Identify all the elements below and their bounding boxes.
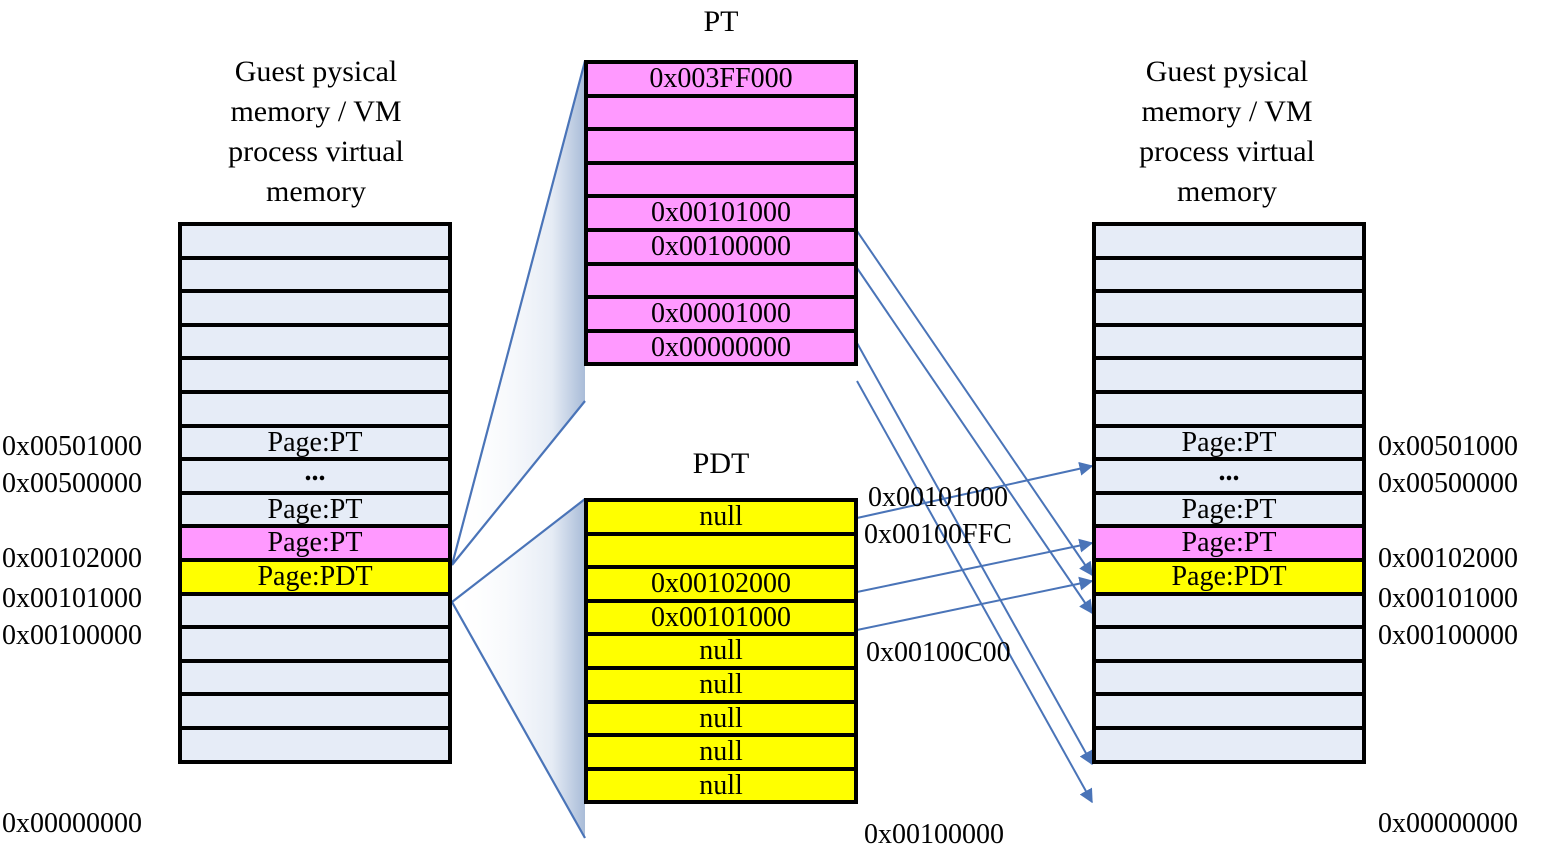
- pdt-zoom-line-bottom: [451, 601, 586, 839]
- memory-cell: [178, 356, 452, 394]
- memory-cell-ellipsis: ...: [178, 457, 452, 495]
- memory-cell: [178, 658, 452, 697]
- pdt-address-label: 0x00100FFC: [864, 519, 1012, 550]
- pt-entry: 0x00001000: [584, 295, 858, 333]
- memory-cell: [1092, 625, 1366, 663]
- arrow-pdt-entry-0: [856, 461, 1094, 519]
- left-memory-title: Guest pysical memory / VM process virtua…: [228, 55, 404, 208]
- right-address-label: 0x00101000: [1378, 583, 1518, 614]
- pdt-entry: [584, 531, 858, 570]
- memory-cell: [1092, 222, 1366, 260]
- pdt-entry: null: [584, 733, 858, 771]
- pdt-entry: null: [584, 632, 858, 670]
- pt-zoom-line-bottom: [451, 400, 586, 566]
- pt-entry: 0x00100000: [584, 227, 858, 266]
- memory-cell-page-pdt: Page:PDT: [178, 557, 452, 596]
- pt-zoom-line-top: [450, 60, 587, 566]
- arrow-pdt-entry-0x00101000: [856, 576, 1094, 631]
- arrow-pt-entry-0x00100000: [856, 267, 1093, 615]
- right-memory-column: Page:PT ... Page:PT Page:PT Page:PDT: [1092, 222, 1366, 764]
- right-address-label: 0x00000000: [1378, 808, 1518, 839]
- memory-cell: [178, 222, 452, 260]
- memory-cell: [1092, 322, 1366, 361]
- pt-entry: [584, 93, 858, 132]
- pt-entry: [584, 261, 858, 300]
- memory-cell: [178, 322, 452, 361]
- memory-cell: [1092, 289, 1366, 327]
- pdt-entry: null: [584, 665, 858, 704]
- memory-cell: [178, 255, 452, 294]
- pt-entry: 0x003FF000: [584, 60, 858, 98]
- right-address-label: 0x00500000: [1378, 468, 1518, 499]
- right-memory-title: Guest pysical memory / VM process virtua…: [1139, 55, 1315, 208]
- memory-cell: [1092, 725, 1366, 764]
- memory-cell-page-pt-active: Page:PT: [1092, 524, 1366, 562]
- pdt-address-label: 0x00101000: [868, 482, 1008, 513]
- memory-cell: [1092, 255, 1366, 294]
- memory-cell-page-pt: Page:PT: [1092, 490, 1366, 529]
- pt-entry: 0x00000000: [584, 328, 858, 367]
- arrow-pt-entry-0x00001000: [856, 342, 1093, 766]
- memory-cell-page-pt: Page:PT: [178, 490, 452, 529]
- pdt-entry: null: [584, 498, 858, 536]
- right-address-label: 0x00102000: [1378, 543, 1518, 574]
- memory-cell-page-pdt: Page:PDT: [1092, 557, 1366, 596]
- memory-cell: [178, 591, 452, 630]
- pdt-entry: 0x00101000: [584, 598, 858, 637]
- memory-cell: [1092, 658, 1366, 697]
- memory-cell: [178, 692, 452, 730]
- arrow-pdt-entry-0x00102000: [856, 538, 1094, 593]
- right-address-label: 0x00501000: [1378, 431, 1518, 462]
- memory-cell: [1092, 692, 1366, 730]
- right-address-label: 0x00100000: [1378, 620, 1518, 651]
- left-address-label: 0x00000000: [2, 808, 142, 839]
- pt-entry: 0x00101000: [584, 194, 858, 232]
- pt-entry: [584, 127, 858, 165]
- pt-table: 0x003FF000 0x00101000 0x00100000 0x00001…: [584, 60, 858, 367]
- pdt-entry: 0x00102000: [584, 565, 858, 603]
- pdt-title: PDT: [692, 447, 750, 480]
- pt-title: PT: [703, 5, 739, 38]
- pdt-expansion-wedge: [452, 499, 585, 838]
- pdt-address-label: 0x00100000: [864, 819, 1004, 850]
- left-address-label: 0x00101000: [2, 583, 142, 614]
- left-address-label: 0x00102000: [2, 543, 142, 574]
- memory-cell: [178, 289, 452, 327]
- memory-cell: [178, 625, 452, 663]
- left-address-label: 0x00500000: [2, 468, 142, 499]
- pt-entry: [584, 160, 858, 199]
- left-address-label: 0x00501000: [2, 431, 142, 462]
- memory-cell: [1092, 356, 1366, 394]
- memory-cell-ellipsis: ...: [1092, 457, 1366, 495]
- arrow-pt-entry-0x00000000: [856, 380, 1093, 804]
- memory-cell: [178, 389, 452, 428]
- pdt-table: null 0x00102000 0x00101000 null null nul…: [584, 498, 858, 805]
- pdt-entry: null: [584, 766, 858, 805]
- pdt-entry: null: [584, 699, 858, 738]
- memory-cell-page-pt-active: Page:PT: [178, 524, 452, 562]
- arrow-pt-entry-0x00101000: [856, 230, 1093, 577]
- pdt-address-label: 0x00100C00: [866, 637, 1011, 668]
- memory-cell: [1092, 591, 1366, 630]
- pdt-zoom-line-top: [451, 498, 586, 603]
- left-address-label: 0x00100000: [2, 620, 142, 651]
- left-memory-column: Page:PT ... Page:PT Page:PT Page:PDT: [178, 222, 452, 764]
- memory-cell: [1092, 389, 1366, 428]
- memory-cell: [178, 725, 452, 764]
